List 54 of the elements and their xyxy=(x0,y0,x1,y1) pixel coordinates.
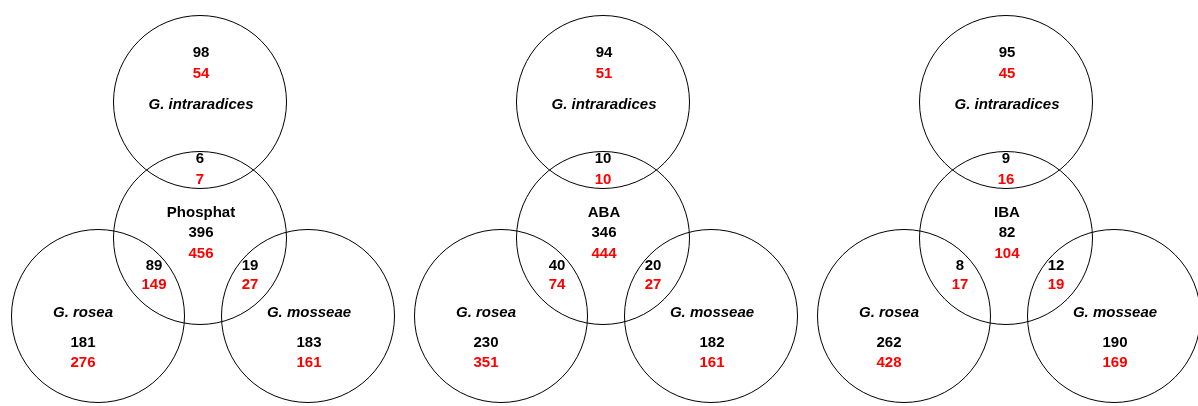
overlap-count: 20 xyxy=(644,256,662,272)
count: 45 xyxy=(998,64,1016,80)
count: 456 xyxy=(188,244,214,260)
count: 169 xyxy=(1102,353,1128,369)
set-label: G. mosseae xyxy=(1072,303,1158,319)
count: 346 xyxy=(591,223,617,239)
count: 82 xyxy=(998,223,1016,239)
overlap-count: 17 xyxy=(951,275,969,291)
overlap-count: 7 xyxy=(195,170,205,186)
overlap-count: 6 xyxy=(195,149,205,165)
count: 276 xyxy=(70,353,96,369)
set-label: Phosphat xyxy=(166,203,236,219)
count: 262 xyxy=(876,333,902,349)
set-label: G. rosea xyxy=(53,303,113,319)
count: 182 xyxy=(699,333,725,349)
set-label: G. intraradices xyxy=(954,95,1060,111)
count: 190 xyxy=(1102,333,1128,349)
count: 181 xyxy=(70,333,96,349)
overlap-count: 10 xyxy=(594,149,612,165)
count: 444 xyxy=(591,244,617,260)
count: 51 xyxy=(595,64,613,80)
overlap-count: 89 xyxy=(145,256,163,272)
overlap-count: 9 xyxy=(1001,149,1011,165)
overlap-count: 27 xyxy=(241,275,259,291)
overlap-count: 27 xyxy=(644,275,662,291)
count: 183 xyxy=(296,333,322,349)
count: 161 xyxy=(699,353,725,369)
set-label: G. intraradices xyxy=(551,95,657,111)
set-label: IBA xyxy=(994,203,1020,219)
overlap-count: 8 xyxy=(955,256,965,272)
overlap-count: 12 xyxy=(1047,256,1065,272)
overlap-count: 19 xyxy=(1047,275,1065,291)
count: 95 xyxy=(998,43,1016,59)
count: 428 xyxy=(876,353,902,369)
count: 351 xyxy=(473,353,499,369)
count: 98 xyxy=(192,43,210,59)
overlap-count: 19 xyxy=(241,256,259,272)
set-label: G. mosseae xyxy=(266,303,352,319)
count: 230 xyxy=(473,333,499,349)
overlap-count: 149 xyxy=(141,275,167,291)
set-label: G. mosseae xyxy=(669,303,755,319)
overlap-count: 10 xyxy=(594,170,612,186)
set-label: G. rosea xyxy=(859,303,919,319)
count: 396 xyxy=(188,223,214,239)
overlap-count: 74 xyxy=(548,275,566,291)
overlap-count: 16 xyxy=(997,170,1015,186)
count: 94 xyxy=(595,43,613,59)
set-label: ABA xyxy=(587,203,621,219)
set-label: G. intraradices xyxy=(148,95,254,111)
count: 161 xyxy=(296,353,322,369)
count: 104 xyxy=(994,244,1020,260)
overlap-count: 40 xyxy=(548,256,566,272)
count: 54 xyxy=(192,64,210,80)
set-label: G. rosea xyxy=(456,303,516,319)
